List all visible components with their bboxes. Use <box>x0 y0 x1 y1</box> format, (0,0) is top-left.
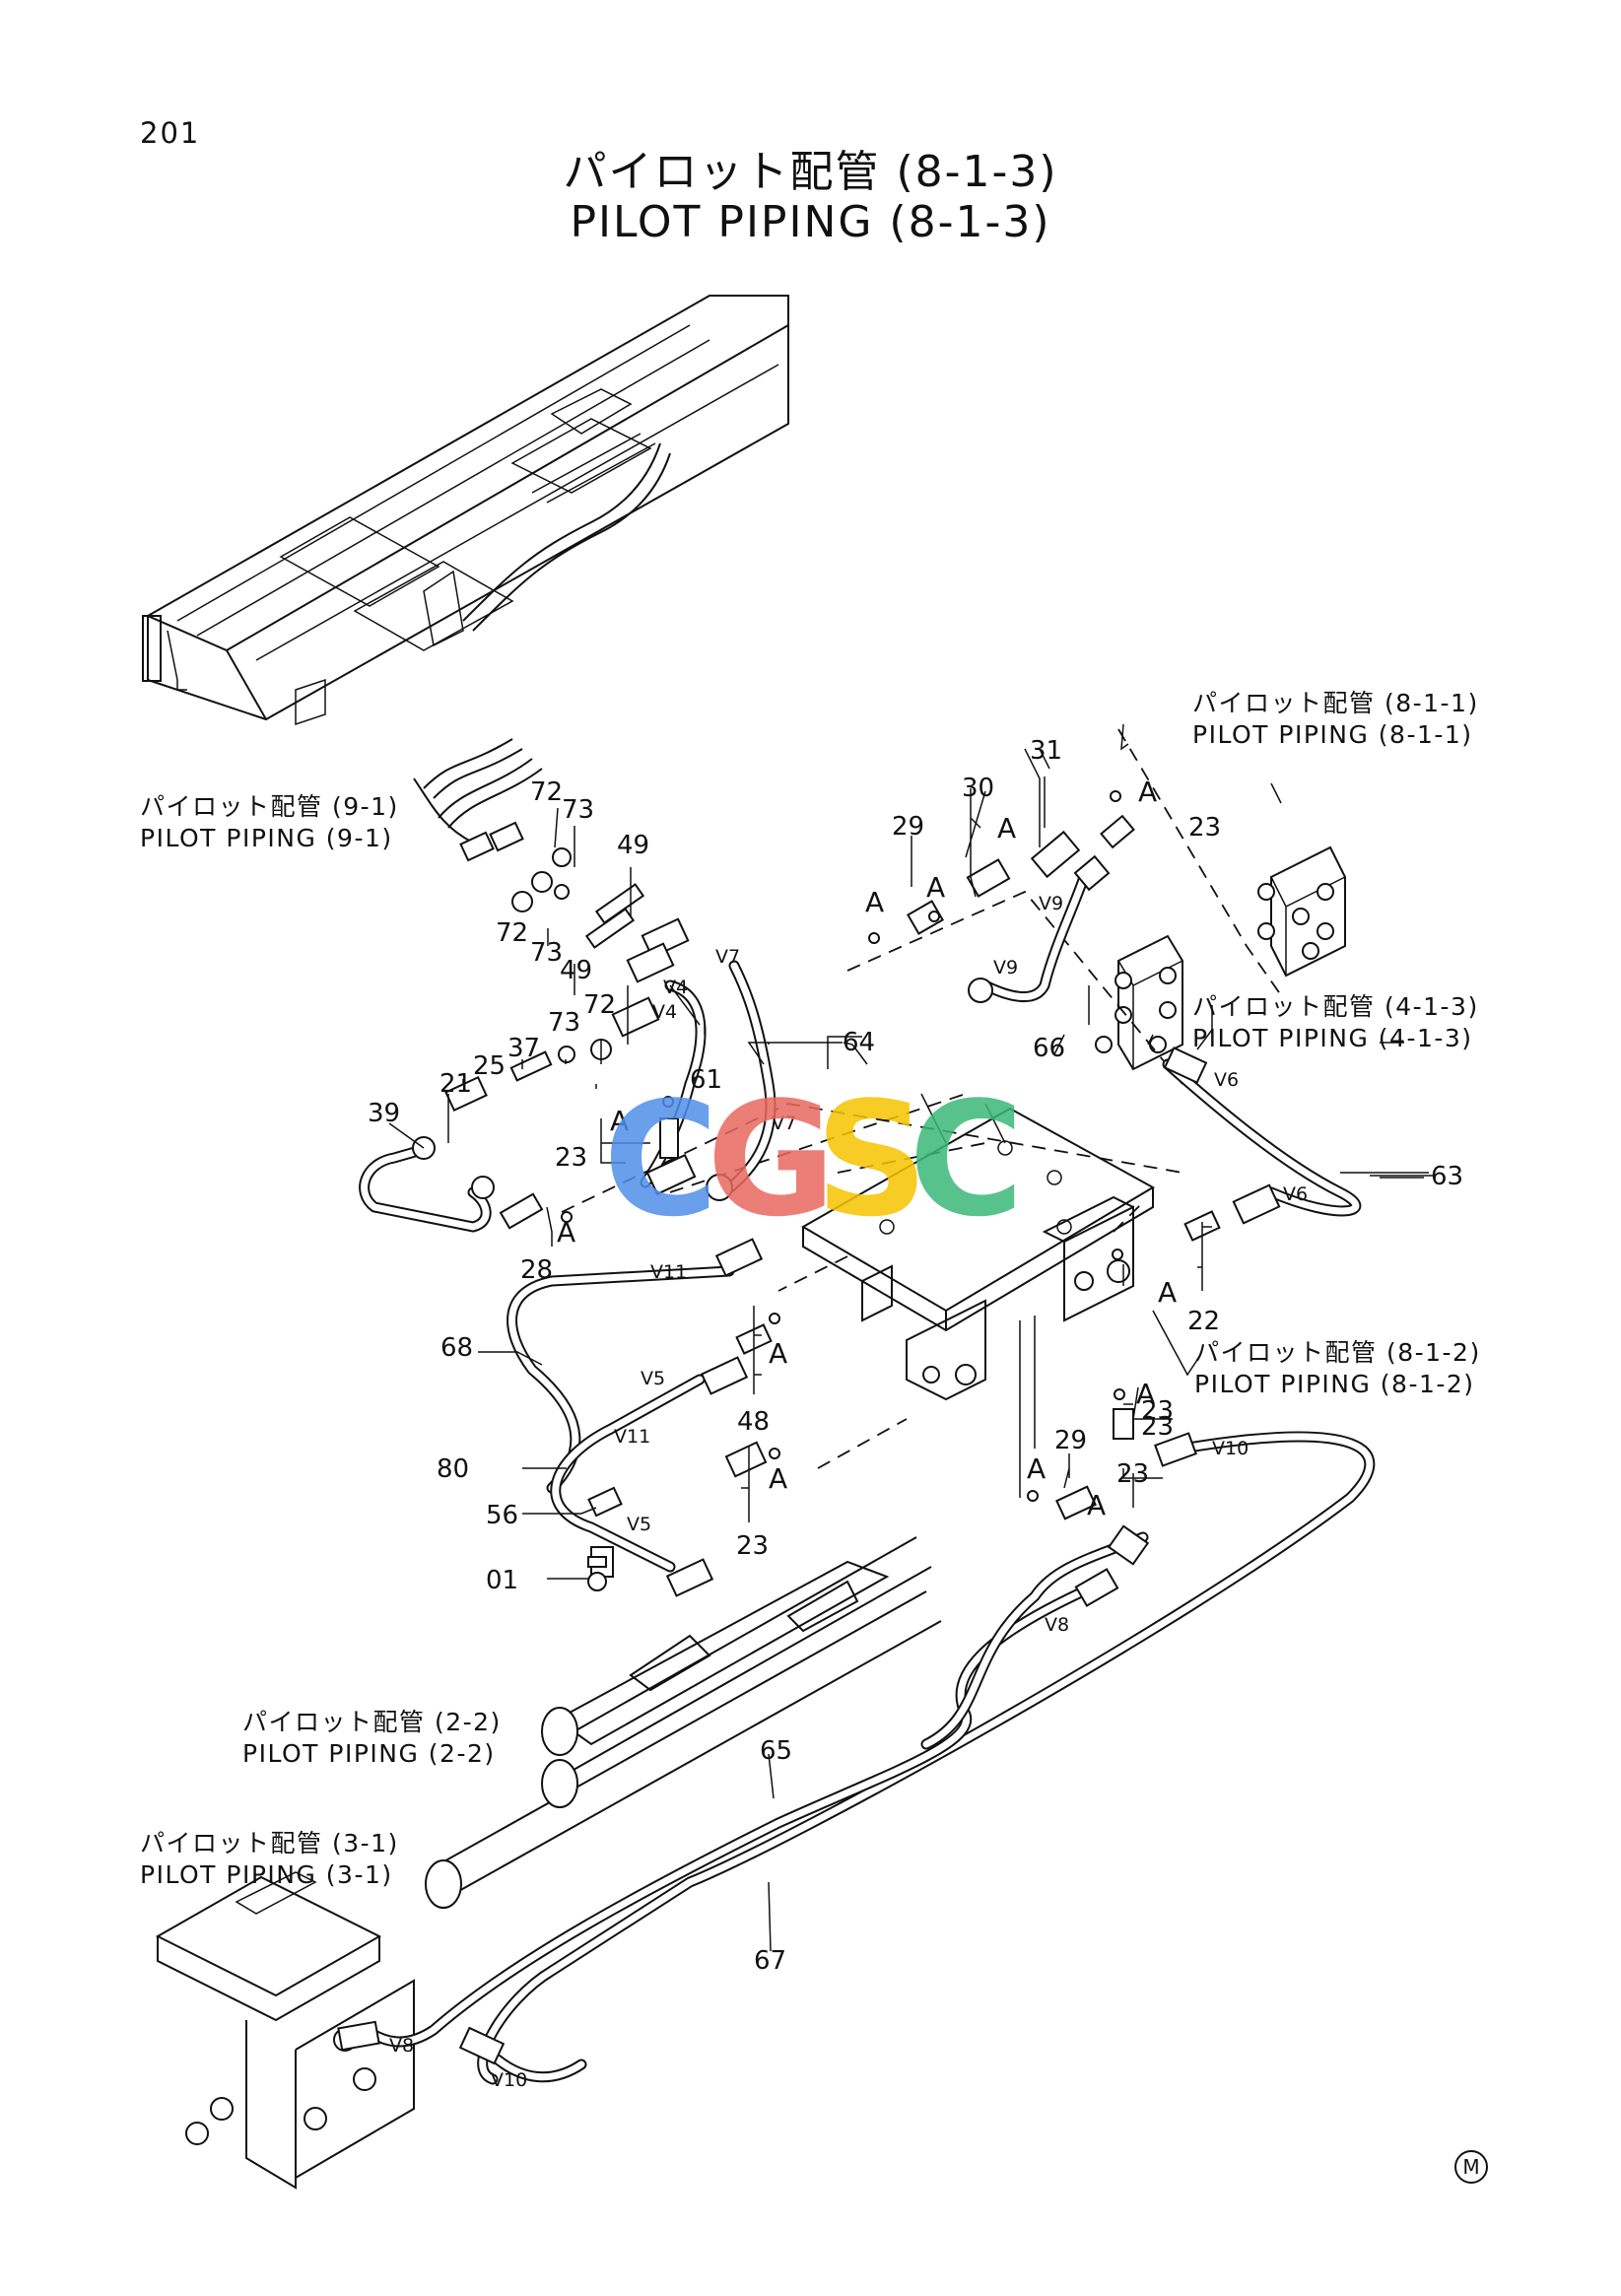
part-number: 61 <box>690 1065 722 1095</box>
port-label: V4 <box>652 1001 677 1023</box>
part-number: 31 <box>1030 736 1062 766</box>
part-number: 21 <box>439 1069 472 1099</box>
part-number: 23 <box>1188 813 1221 843</box>
part-number: 37 <box>507 1034 540 1063</box>
watermark-letter: C <box>603 1076 718 1224</box>
port-label: V9 <box>1039 893 1063 914</box>
part-number: 63 <box>1431 1162 1463 1191</box>
part-number: 67 <box>754 1946 786 1976</box>
title-english: PILOT PIPING (8-1-3) <box>570 197 1051 247</box>
letter-a: A <box>997 812 1016 844</box>
port-label: V5 <box>627 1514 651 1535</box>
pilot-valve-4-1-3 <box>1095 934 1183 1071</box>
letter-a: A <box>769 1337 787 1370</box>
port-label: V11 <box>614 1426 650 1448</box>
part-number: 30 <box>962 774 994 803</box>
part-number: 28 <box>520 1255 553 1285</box>
pipes <box>359 871 1376 2085</box>
part-number: 73 <box>530 938 563 968</box>
reference-label-4-1-3: パイロット配管 (4-1-3)PILOT PIPING (4-1-3) <box>1192 992 1479 1052</box>
port-label: V11 <box>650 1261 687 1283</box>
leader-lines <box>388 723 1434 1952</box>
part-number: 49 <box>560 956 592 985</box>
port-label: V9 <box>993 957 1018 979</box>
reference-label-9-1: パイロット配管 (9-1)PILOT PIPING (9-1) <box>140 792 399 852</box>
part-number: 23 <box>1141 1412 1174 1442</box>
port-label: V7 <box>772 1113 796 1134</box>
part-number: 73 <box>548 1008 580 1038</box>
reference-label-8-1-1: パイロット配管 (8-1-1)PILOT PIPING (8-1-1) <box>1192 689 1479 749</box>
page-number: 201 <box>140 116 201 150</box>
watermark-letter: S <box>815 1076 928 1224</box>
watermark-letter: C <box>909 1076 1017 1224</box>
letter-a: A <box>926 871 945 904</box>
part-number: 29 <box>1054 1426 1087 1455</box>
hoses-9-1 <box>413 738 543 862</box>
reference-letters: A A A A A A A A A A A A <box>557 776 1177 1521</box>
port-label: V6 <box>1214 1069 1239 1091</box>
port-label: V7 <box>715 946 740 968</box>
port-label: V4 <box>663 977 688 998</box>
m-mark-icon: M <box>1454 2150 1488 2184</box>
letter-a: A <box>610 1105 629 1137</box>
machine-frame-drawing <box>142 295 789 726</box>
letter-a: A <box>1027 1452 1046 1485</box>
control-valve-assembly <box>801 1107 1156 1498</box>
title-japanese: パイロット配管 (8-1-3) <box>563 147 1058 197</box>
port-labels: V7 V4 V4 V9 V9 V7 V6 V6 V11 V5 V11 V5 V1… <box>389 893 1308 2091</box>
part-number: 23 <box>736 1531 769 1561</box>
part-number: 66 <box>1033 1034 1065 1063</box>
part-number: 22 <box>1187 1307 1220 1336</box>
watermark-letter: G <box>707 1076 836 1224</box>
letter-a: A <box>1158 1276 1177 1309</box>
part-number: 25 <box>473 1051 506 1081</box>
part-number: 23 <box>1116 1459 1149 1489</box>
part-number: 64 <box>843 1028 875 1057</box>
part-number: 48 <box>737 1407 770 1437</box>
port-label: V6 <box>1283 1183 1308 1205</box>
letter-a: A <box>769 1462 787 1495</box>
letter-a: A <box>1138 776 1157 808</box>
part-number: 72 <box>496 918 528 948</box>
port-label: V10 <box>1212 1438 1249 1459</box>
reference-label-3-1: パイロット配管 (3-1)PILOT PIPING (3-1) <box>140 1829 399 1889</box>
part-number: 65 <box>760 1736 792 1766</box>
part-number: 23 <box>1141 1396 1174 1426</box>
part-number: 29 <box>892 812 924 842</box>
letter-a: A <box>1136 1378 1155 1410</box>
fittings <box>337 790 1281 2065</box>
pilot-valve-8-1-1 <box>1257 845 1346 978</box>
part-number: 39 <box>368 1099 400 1128</box>
letter-a: A <box>1087 1489 1106 1521</box>
port-label: V8 <box>389 2035 414 2057</box>
letter-a: A <box>557 1216 575 1249</box>
part-number: 80 <box>437 1454 469 1484</box>
part-number-labels: 72 73 49 72 73 49 31 30 29 23 72 73 37 2… <box>368 736 1463 1976</box>
part-number: 72 <box>583 990 616 1020</box>
port-label: V5 <box>641 1368 665 1389</box>
watermark-logo: C G S C <box>603 1076 1017 1224</box>
port-label: V10 <box>491 2069 527 2091</box>
port-label: V8 <box>1045 1614 1069 1636</box>
part-number: 56 <box>486 1501 518 1530</box>
main-control-valve-2-2 <box>425 1536 942 1909</box>
part-number: 23 <box>555 1143 587 1173</box>
letter-a: A <box>865 886 884 918</box>
part-number: 49 <box>617 831 649 860</box>
reference-label-8-1-2: パイロット配管 (8-1-2)PILOT PIPING (8-1-2) <box>1194 1338 1481 1398</box>
reference-label-2-2: パイロット配管 (2-2)PILOT PIPING (2-2) <box>242 1708 502 1768</box>
part-number: 72 <box>530 777 563 807</box>
part-number: 73 <box>562 795 594 825</box>
part-number: 01 <box>486 1566 518 1595</box>
part-number: 68 <box>440 1333 473 1363</box>
